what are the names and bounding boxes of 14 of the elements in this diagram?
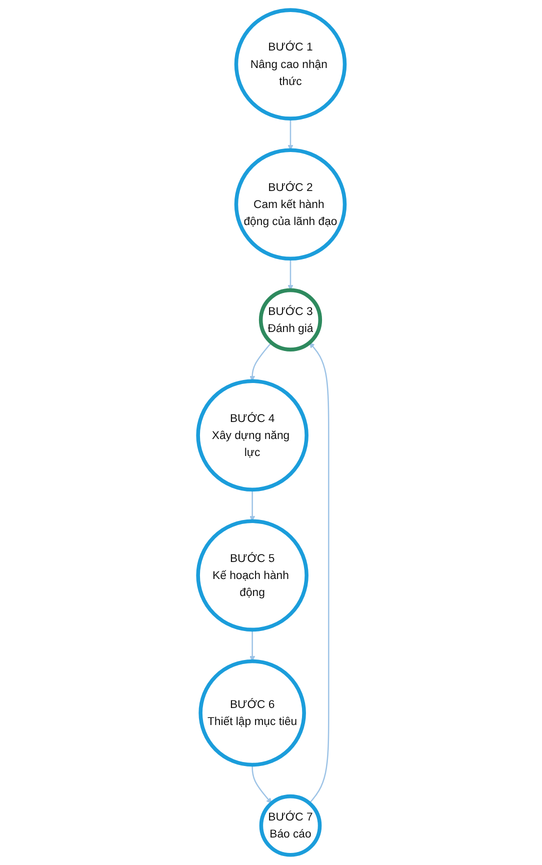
node-circle: BƯỚC 4 Xây dựng năng lực [196, 379, 308, 492]
node-circle: BƯỚC 5 Kế hoạch hành động [196, 519, 308, 632]
node-circle: BƯỚC 6 Thiết lập mục tiêu [198, 659, 306, 767]
arrow [249, 490, 255, 522]
node-circle: BƯỚC 2 Cam kết hành động của lãnh đạo [234, 148, 346, 261]
arrow [287, 118, 293, 150]
arrow [249, 630, 255, 662]
arrow [251, 764, 272, 804]
node-circle: BƯỚC 3 Đánh giá [258, 288, 322, 352]
node-circle: BƯỚC 1 Nâng cao nhận thức [234, 8, 346, 120]
arrow [308, 342, 329, 804]
arrow [249, 342, 272, 382]
node-circle: BƯỚC 7 Báo cáo [258, 794, 322, 857]
arrow [287, 258, 293, 290]
